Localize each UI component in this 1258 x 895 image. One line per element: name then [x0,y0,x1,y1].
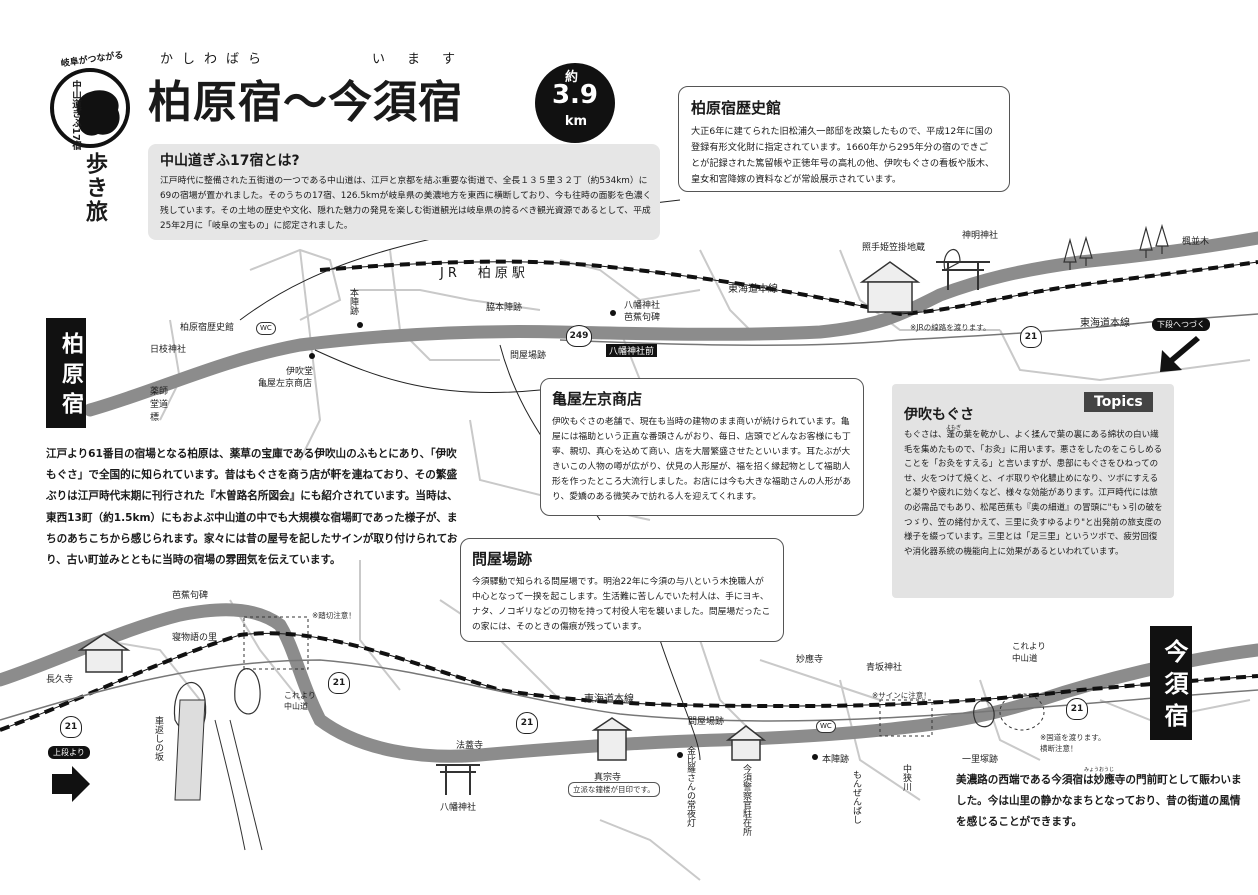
gifu-silhouette-icon [77,90,120,136]
kameya-title: 亀屋左京商店 [552,390,643,408]
topics-box: よもぎ 伊吹もぐさ もぐさは、蓬の葉を乾かし、よく揉んで葉の裏にある綿状の白い繊… [904,404,1164,559]
koreyori-nakasendo-label-2: これより中山道 [1012,642,1046,664]
location-dots [309,310,818,760]
toiyaba-title: 問屋場跡 [472,550,533,568]
toiyaba-map-label-2: 問屋場跡 [688,717,725,727]
hachiman-shrine-label-1: 八幡神社 [624,301,661,311]
tokaido-line-label-1: 東海道本線 [728,284,778,295]
basho-kuhi-label-2: 芭蕉句碑 [172,591,209,601]
route-21-marker-4: 21 [516,712,538,734]
distance-prefix: 約 [565,70,579,85]
hachiman-shrine-mae-label: 八幡神社前 [606,344,658,357]
imasu-vertical-title: 今須宿 [1150,626,1192,740]
nakasendo-route-upper [83,231,1258,417]
monzenbashi-label: もんぜんばし [851,770,861,824]
nemonogatari-label: 寝物語の里 [172,633,218,643]
konpira-label: 金比羅さんの常夜灯 [685,746,695,827]
ruby-imasu: います [372,52,478,67]
toiyaba-box: 問屋場跡 今須驛動で知られる問屋場です。明治22年に今須の与八という木挽職人が中… [460,538,784,642]
wc-icon-2: WC [816,720,836,733]
museum-box: 柏原宿歴史館 大正6年に建てられた旧松浦久一郎邸を改築したもので、平成12年に国… [678,86,1010,192]
badge-center-text: 中山道ぎふ17宿 [70,80,81,151]
from-upper-label: 上段より [48,746,90,759]
terute-jizo-label: 照手姫笠掛地蔵 [862,243,926,253]
honjin-label: 本陣跡 [348,288,358,315]
topics-box-bg [892,384,1174,598]
intro-text: 江戸時代に整備された五街道の一つである中山道は、江戸と京都を結ぶ重要な街道で、全… [160,176,652,231]
hocyakuji-label: 法蓋寺 [456,741,484,751]
yakushido-label: 薬師堂道標 [150,387,169,423]
kashiwabara-vertical-title: 柏原宿 [46,318,86,428]
tokaido-line-label-2: 東海道本線 [1080,318,1130,329]
imasu-text: 美濃路の西端である今須宿は妙應寺の門前町として賑わいました。今は山里の静かなまち… [956,774,1242,829]
fumikiri-frame [243,616,309,670]
page-title: 柏原宿～今須宿 [148,77,463,128]
sign-frame [879,699,933,737]
shinshuji-note: 立派な鐘楼が目印です。 [568,782,660,797]
toiyaba-map-label-1: 問屋場跡 [510,351,547,361]
distance-value: 3.9 [551,80,599,110]
to-lower-label: 下段へつづく [1152,318,1210,331]
distance-unit: km [564,114,588,129]
national-road-lower [0,659,1258,722]
basho-kuhi-label-1: 芭蕉句碑 [624,313,661,323]
route-21-marker-1: 21 [1020,326,1042,348]
kameya-text: 伊吹もぐさの老舗で、現在も当時の建物のまま商いが続けられています。亀屋には福助と… [552,417,852,502]
fumikiri-note: ※踏切注意！ [312,611,356,620]
jr-station-label: JR 柏原駅 [440,266,529,281]
toiyaba-text: 今須驛動で知られる問屋場です。明治22年に今須の与八という木挽職人が中心となって… [472,577,771,632]
intro-title: 中山道ぎふ17宿とは? [160,153,300,169]
imasu-chuzaisho-label: 今須警察官駐在所 [741,764,751,836]
kokudo-frame [999,693,1045,731]
topics-text: もぐさは、蓬の葉を乾かし、よく揉んで葉の裏にある綿状の白い繊毛を集めたもので、「… [904,430,1163,557]
topics-badge: Topics [1084,392,1153,412]
shinshuji-label: 真宗寺 [594,773,622,783]
subtitle: 歩き旅 [82,152,107,224]
intro-box: 中山道ぎふ17宿とは? 江戸時代に整備された五街道の一つである中山道は、江戸と京… [160,150,654,234]
hiyoshi-shrine-label: 日枝神社 [150,345,187,355]
nakasugawa-label: 中狭川 [901,764,911,791]
koreyori-nakasendo-label-1: これより中山道 [284,691,316,711]
tokaido-line-label-3: 東海道本線 [584,694,634,705]
distance-badge [535,63,615,143]
arrow-right-icon [52,766,90,802]
jr-crossing-note: ※JRの線路を渡ります。 [910,323,991,332]
ruby-kashiwabara: かしわばら [160,52,271,67]
kokudo-note: ※国道を渡ります。横断注意！ [1040,733,1106,753]
route-21-marker-2: 21 [328,672,350,694]
shrine-building-icon [77,261,921,761]
wc-icon-1: WC [256,322,276,335]
intro-box-bg [148,144,660,240]
ruby-yomogi: よもぎ [946,425,962,431]
torii-icon [436,261,990,795]
topics-title: 伊吹もぐさ [904,407,974,423]
shinmei-shrine-label: 神明神社 [962,231,999,241]
kuruma-gaeshi-slope [174,699,206,801]
nakasendo-route-lower [0,603,1258,763]
route-21-marker-3: 21 [60,716,82,738]
naga-hisa-ji-label: 長久寺 [46,675,74,685]
kameya-map-label: 亀屋左京商店 [258,379,313,389]
myoooji-label: 妙應寺 [796,655,824,665]
kameya-box: 亀屋左京商店 伊吹もぐさの老舗で、現在も当時の建物のまま商いが続けられています。… [540,378,864,516]
ibukido-label: 伊吹堂 [286,367,314,377]
museum-title: 柏原宿歴史館 [691,99,782,117]
kashiwabara-text: 江戸より61番目の宿場となる柏原は、薬草の宝庫である伊吹山のふもとにあり、「伊吹… [46,448,458,566]
kuruma-gaeshi-label: 車返しの坂 [153,716,163,761]
hachiman-shrine-label-2: 八幡神社 [440,803,477,813]
route-21-marker-5: 21 [1066,698,1088,720]
ichirizuka-label: 一里塚跡 [962,755,999,765]
arrow-down-right-icon [1160,336,1200,372]
museum-text: 大正6年に建てられた旧松浦久一郎邸を改築したもので、平成12年に国の登録有形文化… [691,126,995,186]
matsunamiki-label: 楓並木 [1182,237,1210,247]
route-249-marker: 249 [566,325,592,347]
honjin-label-2: 本陣跡 [822,755,850,765]
aosaka-shrine-label: 青坂神社 [866,663,903,673]
sign-note: ※サインに注意！ [872,691,931,700]
museum-map-label: 柏原宿歴史館 [180,323,235,333]
ruby-myoooji: みょうおうじ [1084,767,1115,773]
wakihonjin-label: 脇本陣跡 [486,303,523,313]
